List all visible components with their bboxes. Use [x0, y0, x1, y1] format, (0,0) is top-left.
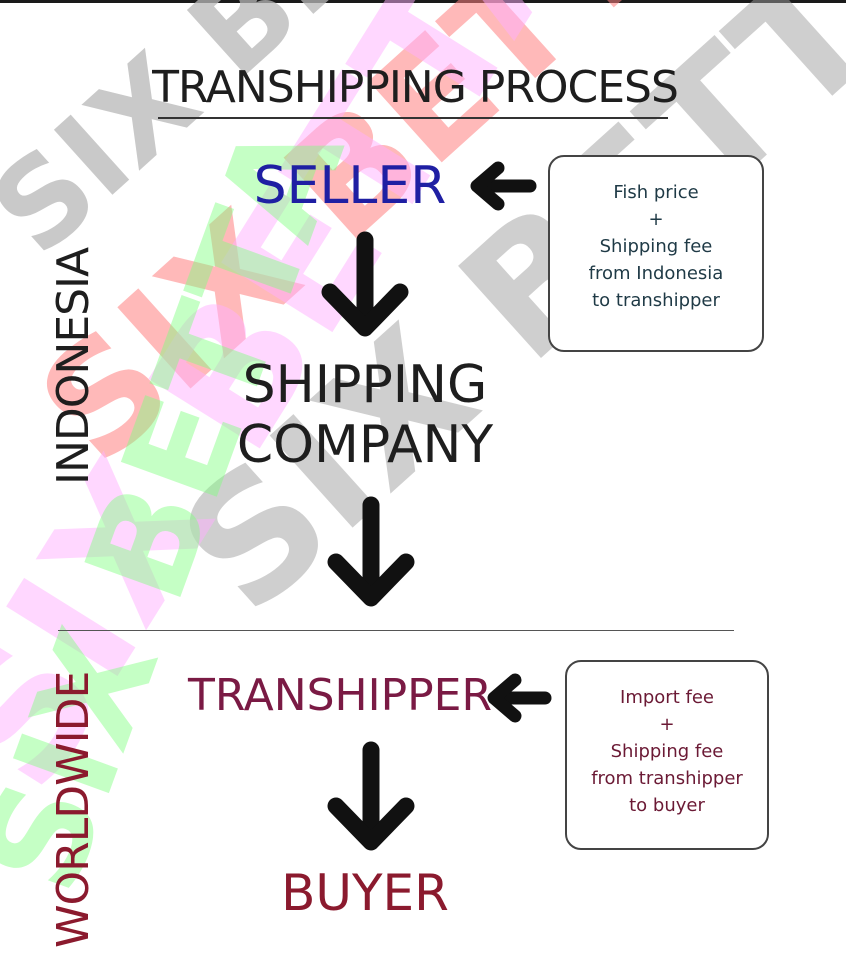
transhipper-cost-line: Import fee — [620, 687, 714, 708]
diagram-title: TRANSHIPPING PROCESS — [152, 62, 679, 113]
seller-cost-line: from Indonesia — [588, 263, 724, 284]
node-buyer: BUYER — [281, 864, 449, 922]
transhipper-cost-box: Import fee + Shipping fee from transhipp… — [565, 660, 769, 850]
seller-cost-line: + — [648, 209, 664, 230]
arrow-seller-costs-left-icon — [470, 161, 537, 211]
node-shipping-company-line1: SHIPPING — [242, 355, 488, 415]
seller-cost-box: Fish price + Shipping fee from Indonesia… — [548, 155, 764, 352]
node-shipping-company-line2: COMPANY — [236, 415, 494, 475]
node-transhipper: TRANSHIPPER — [187, 670, 493, 721]
arrow-shipping-to-transhipper-icon — [327, 496, 415, 607]
seller-cost-line: Fish price — [613, 182, 699, 203]
transhipper-cost-line: Shipping fee — [610, 741, 724, 762]
transhipper-cost-line: to buyer — [629, 795, 705, 816]
seller-cost-line: Shipping fee — [599, 236, 713, 257]
transhipper-cost-line: + — [659, 714, 675, 735]
arrow-transhipper-costs-left-icon — [487, 673, 552, 723]
top-border — [0, 0, 846, 3]
node-seller: SELLER — [253, 156, 447, 216]
title-underline — [158, 117, 668, 119]
arrow-transhipper-to-buyer-icon — [327, 741, 415, 851]
transhipper-cost-line: from transhipper — [591, 768, 743, 789]
node-shipping-company: SHIPPING COMPANY — [200, 355, 530, 475]
seller-cost-line: to transhipper — [592, 290, 720, 311]
arrow-seller-to-shipping-icon — [321, 231, 409, 337]
region-divider — [58, 630, 734, 631]
